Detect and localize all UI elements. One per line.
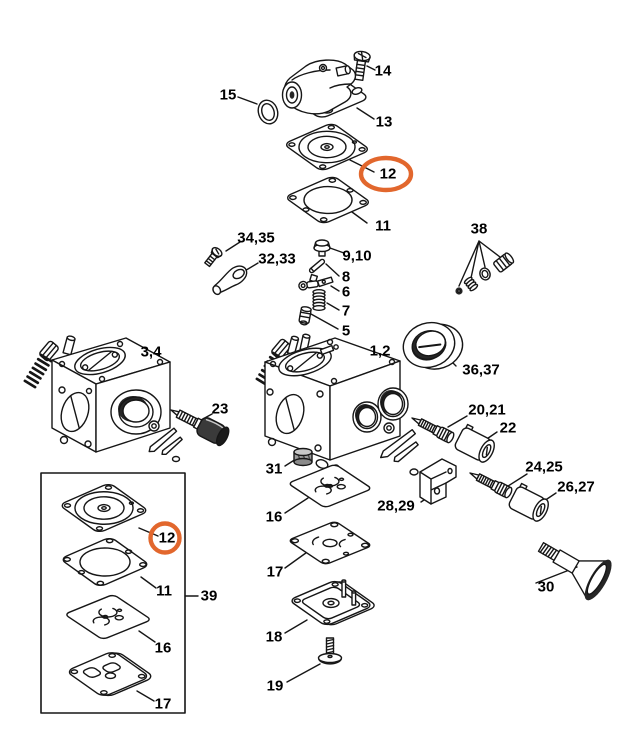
callout-18: 18 [265,628,283,646]
callout-16-box: 16 [154,639,172,657]
callout-28-29: 28,29 [377,497,415,515]
part-34-35-screw [203,246,224,268]
part-15-o-ring [255,98,280,127]
part-3-4-carburetor-body [25,335,183,461]
callout-13: 13 [375,113,393,131]
highlight-ring-top-12 [361,158,411,190]
inset-box-39 [41,473,185,713]
part-1-2-carburetor-body [257,334,419,475]
part-30-plug [530,527,612,601]
part-14-screw [351,50,371,80]
callout-6: 6 [341,283,351,301]
callout-36-37: 36,37 [462,361,500,379]
part-6-metering-lever [298,272,334,291]
callout-14: 14 [374,62,392,80]
part-17-gasket-kit [66,650,154,699]
callout-8: 8 [341,268,351,286]
part-8-pin [309,259,326,274]
callout-30: 30 [537,578,555,596]
callout-12-top: 12 [379,165,397,183]
part-18-end-cover [289,579,377,628]
part-12-pump-diaphragm-kit [59,483,149,533]
callout-38: 38 [470,220,488,238]
part-31-plug [294,449,312,466]
callout-19: 19 [266,677,284,695]
callout-15: 15 [219,86,237,104]
part-38-bracket [459,241,500,286]
part-13-pump-cover [282,60,369,119]
callout-22: 22 [499,419,517,437]
part-7-spring [313,290,325,311]
part-11-pump-gasket-kit [59,537,150,588]
part-9-10-valve [314,240,330,256]
callout-24-25: 24,25 [525,458,563,476]
callout-17-box: 17 [154,695,172,713]
part-19-screw [319,638,342,664]
callout-11-top: 11 [375,217,391,235]
part-38-service-kit [455,252,515,295]
callout-5: 5 [341,322,351,340]
part-28-29-bracket [420,459,456,504]
callout-17: 17 [266,563,284,581]
callout-12-box: 12 [158,529,176,547]
part-23-adjusting-screw [166,401,231,447]
part-16-diaphragm-kit [64,594,151,639]
callout-26-27: 26,27 [557,478,595,496]
part-12-pump-diaphragm [283,123,370,172]
part-32-33-lever [208,263,250,297]
callout-23: 23 [211,400,229,418]
part-16-diaphragm [288,464,372,508]
highlight-ring-box-12 [151,524,180,553]
callout-31: 31 [265,460,283,478]
part-11-pump-gasket [284,176,371,225]
callout-32-33: 32,33 [258,250,296,268]
callout-1-2: 1,2 [369,342,391,360]
callout-20-21: 20,21 [468,401,506,419]
callout-34-35: 34,35 [237,229,275,247]
part-36-37-cap [397,314,468,378]
part-5-inlet-valve [299,306,312,325]
callout-11-box: 11 [156,582,172,600]
callout-39: 39 [200,587,218,605]
callout-9-10: 9,10 [342,247,372,265]
callout-16: 16 [265,508,283,526]
part-17-gasket [288,521,372,565]
callout-7: 7 [341,302,351,320]
callout-3-4: 3,4 [140,343,162,361]
